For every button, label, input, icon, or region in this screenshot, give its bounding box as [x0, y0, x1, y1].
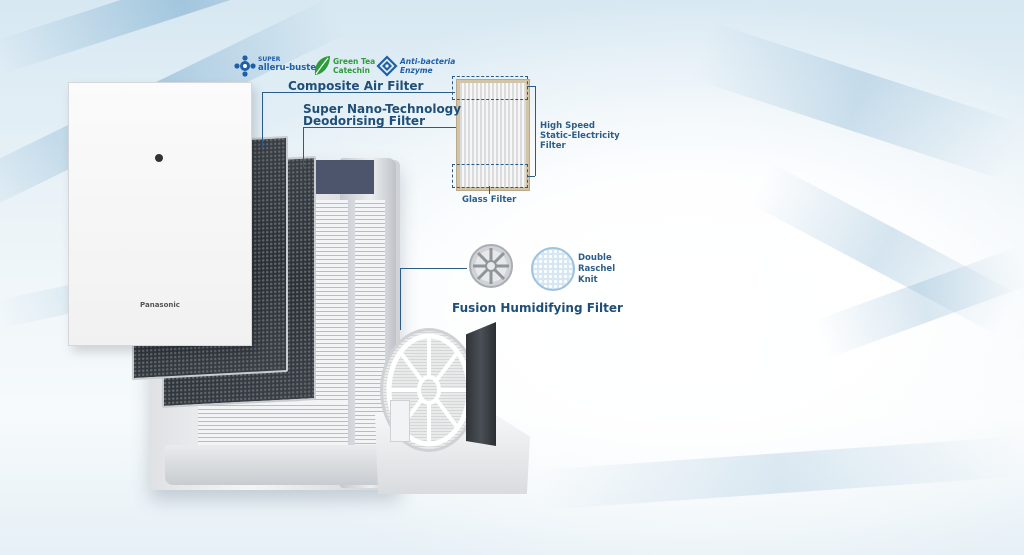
- badge-green-tea-line2: Catechin: [333, 66, 370, 75]
- leader-composite-h: [262, 92, 455, 93]
- purifier-base: [165, 445, 385, 485]
- badge-alleru-buster: SUPER alleru-buster: [234, 55, 320, 77]
- static-filter-image: [457, 80, 529, 190]
- leader-nano-h: [303, 127, 456, 128]
- green-tea-leaf-icon: [314, 56, 330, 75]
- leader-fusion-v: [400, 268, 401, 330]
- label-hs-line2: Static-Electricity: [540, 131, 620, 141]
- badge-super-text: SUPER: [258, 56, 281, 63]
- label-glass-filter: Glass Filter: [462, 195, 517, 205]
- leader-fusion-h: [400, 268, 467, 269]
- label-hs-line1: High Speed: [540, 121, 595, 131]
- humidifying-wheel-icon: [469, 244, 513, 288]
- leader-glass: [489, 186, 490, 194]
- label-nano-line2: Deodorising Filter: [303, 114, 425, 128]
- badge-enzyme-line2: Enzyme: [400, 66, 433, 75]
- leader-composite-v: [262, 92, 263, 148]
- panel-logo-icon: [155, 154, 163, 162]
- label-fusion-filter: Fusion Humidifying Filter: [452, 301, 623, 315]
- drum-holder: [390, 400, 410, 442]
- bg-streak: [538, 436, 1021, 510]
- badge-green-tea: Green Tea Catechin: [312, 55, 376, 77]
- leader-hs-top: [527, 86, 535, 87]
- label-raschel-line1: Double: [578, 253, 612, 263]
- badge-alleru-text: alleru-buster: [258, 63, 321, 73]
- label-composite-filter: Composite Air Filter: [288, 79, 424, 93]
- dashed-frame-top: [452, 76, 528, 100]
- leader-nano-v: [303, 127, 304, 167]
- label-raschel-line3: Knit: [578, 275, 598, 285]
- alleru-buster-icon: [234, 55, 256, 77]
- raschel-knit-icon: [531, 247, 575, 291]
- humidifier-frame: [466, 322, 496, 446]
- dashed-frame-bottom: [452, 164, 528, 188]
- badge-enzyme: Anti-bacteria Enzyme: [376, 55, 458, 77]
- badge-green-tea-line1: Green Tea: [333, 57, 376, 66]
- label-raschel-line2: Raschel: [578, 264, 616, 274]
- label-nano-line1: Super Nano-Technology: [303, 102, 462, 116]
- panel-brand-text: Panasonic: [140, 301, 180, 309]
- bg-streak: [690, 21, 1024, 181]
- leader-hs-bottom: [527, 176, 535, 177]
- badge-enzyme-line1: Anti-bacteria: [400, 57, 456, 66]
- leader-hs-v: [535, 86, 536, 176]
- enzyme-icon: [376, 55, 398, 77]
- label-hs-line3: Filter: [540, 141, 566, 151]
- front-panel: Panasonic: [68, 82, 252, 346]
